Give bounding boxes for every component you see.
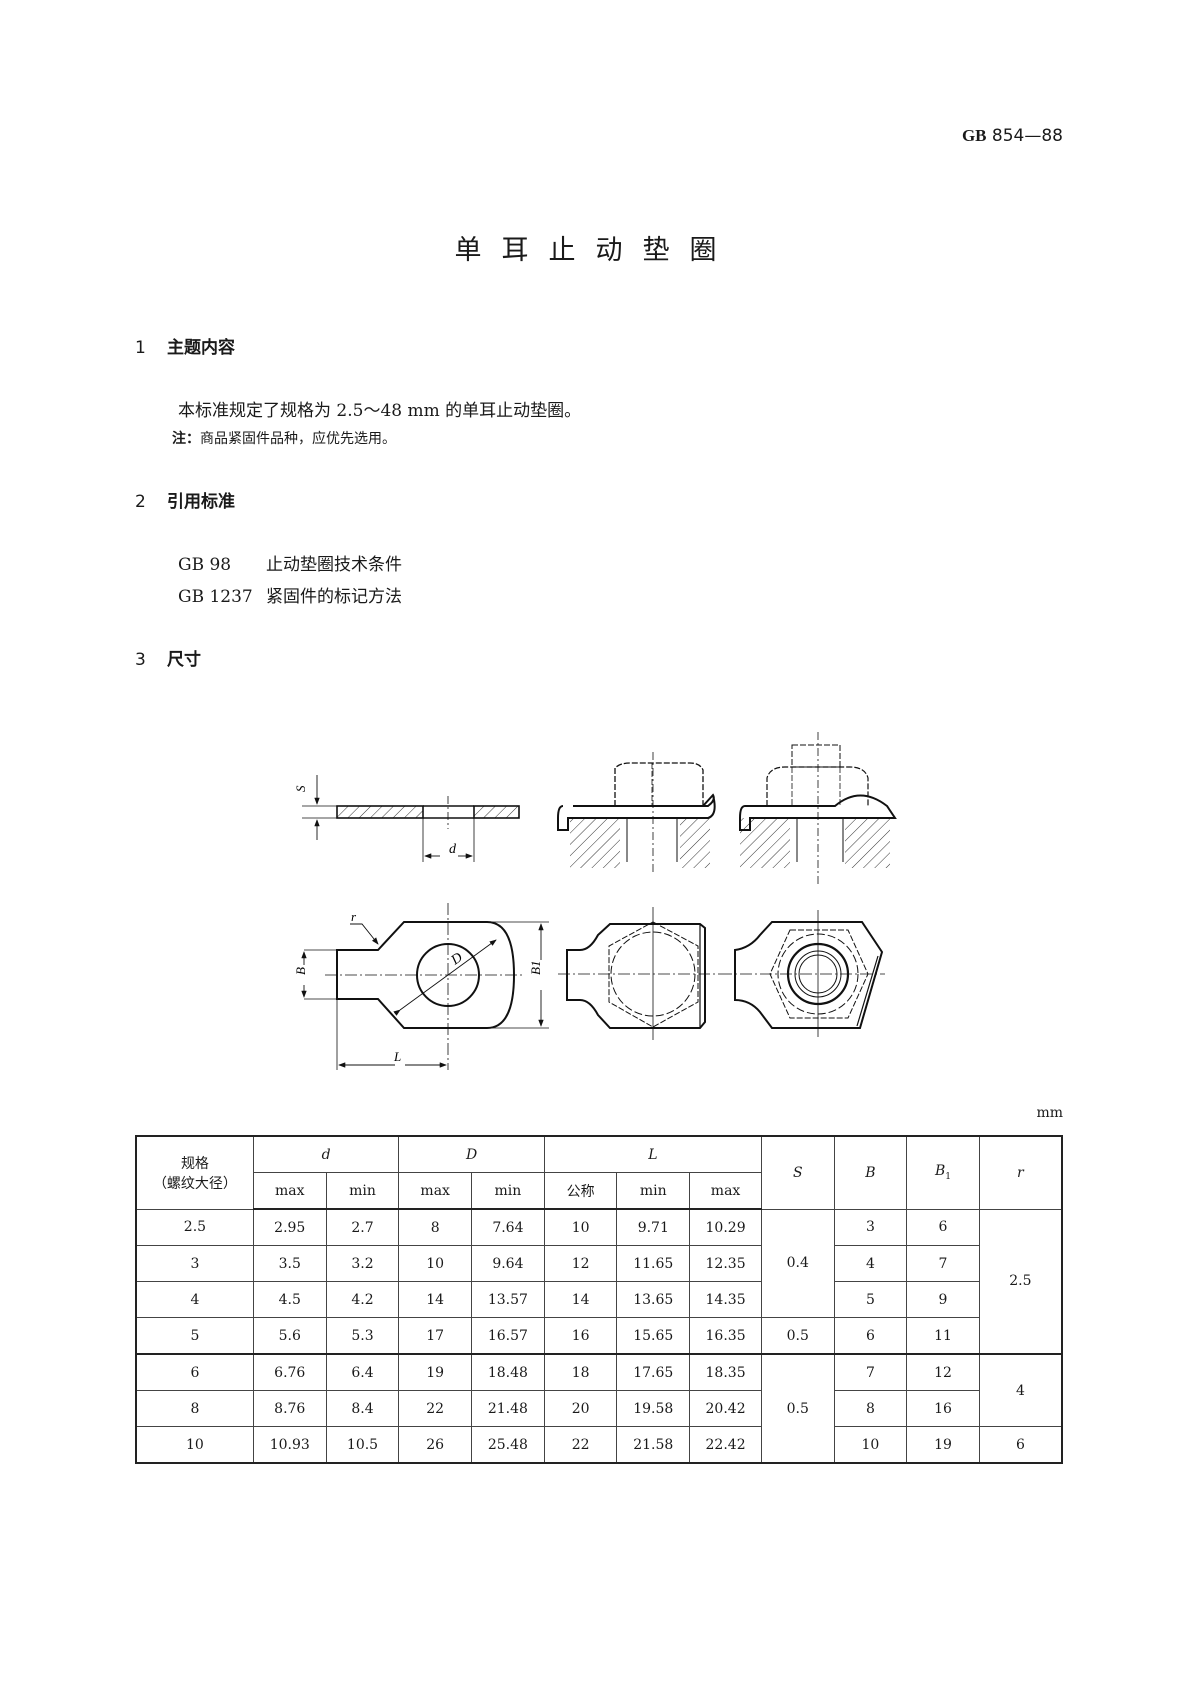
section-number: 2 [135,492,146,512]
table-unit: mm [1036,1105,1063,1121]
col-header-L: L [543,1135,762,1173]
label-B1: B1 [528,961,543,975]
page-title: 单耳止动垫圈 [454,235,737,266]
label-d: d [449,842,457,857]
scope-note: 注：商品紧固件品种，应优先选用。 [172,428,396,448]
section-title: 尺寸 [167,650,201,670]
col-header-r: r [978,1135,1063,1210]
table-row: 3 3.5 3.2 10 9.64 12 11.65 12.35 4 7 [135,1245,1062,1282]
header-row-1: 规格 （螺纹大径） d D L S B B1 r [135,1135,1063,1210]
subheader-L-nominal: 公称 [543,1172,618,1210]
assembly-view-after-bend [739,732,897,885]
reference-item: GB 98 止动垫圈技术条件 [178,550,402,575]
col-header-d: d [252,1135,400,1173]
table-row: 4 4.5 4.2 14 13.57 14 13.65 14.35 5 9 [135,1281,1062,1318]
S-merged-cell: 0.5 [760,1353,835,1464]
note-label: 注： [172,431,200,447]
table-row: 8 8.76 8.4 22 21.48 20 19.58 20.42 8 16 [135,1390,1062,1427]
plan-view-nut-assembly [558,907,720,1040]
reference-title: 紧固件的标记方法 [266,587,402,607]
subheader-D-min: min [471,1172,545,1210]
plan-view-bent-assembly [720,910,885,1037]
col-header-S: S [760,1135,835,1210]
section-heading-2: 2 引用标准 [135,487,235,512]
scope-paragraph: 本标准规定了规格为 2.5～48 mm 的单耳止动垫圈。 [178,401,582,421]
label-L: L [393,1049,401,1064]
table-row: 2.5 2.95 2.7 8 7.64 10 9.71 10.29 0.4 3 … [135,1208,1063,1355]
washer-side-section [302,775,520,862]
section-heading-1: 1 主题内容 [135,333,235,358]
col-header-B: B [833,1135,908,1210]
reference-code: GB 98 [178,555,232,575]
note-text: 商品紧固件品种，应优先选用。 [200,431,396,447]
S-merged-cell: 0.4 [760,1208,835,1318]
assembly-view-before-bend [557,752,716,875]
section-title: 主题内容 [167,338,235,358]
section-heading-3: 3 尺寸 [135,645,201,670]
header-row-2: max min max min 公称 min max [136,1172,1062,1210]
r-merged-cell: 2.5 [978,1208,1063,1355]
section-title: 引用标准 [167,492,235,512]
dimensions-table: 规格 （螺纹大径） d D L S B B1 r max min max min… [135,1135,1063,1464]
col-header-B1: B1 [906,1135,980,1210]
standard-prefix: GB [961,126,987,145]
washer-technical-drawing: S d [293,732,897,1070]
label-r: r [351,909,357,924]
r-cell: 6 [978,1426,1063,1464]
table-row: 10 10.93 10.5 26 25.48 22 21.58 22.42 10… [135,1426,1063,1464]
subheader-D-max: max [398,1172,473,1210]
subheader-d-max: max [252,1172,327,1210]
subheader-L-max: max [689,1172,762,1210]
table-row: 6 6.76 6.4 19 18.48 18 17.65 18.35 0.5 7… [135,1353,1063,1464]
label-D: D [448,950,466,969]
standard-number: 854—88 [991,126,1063,146]
subheader-L-min: min [616,1172,691,1210]
section-number: 1 [135,338,146,358]
reference-code: GB 1237 [178,587,253,607]
S-cell: 0.5 [760,1317,835,1355]
table-row: 5 5.6 5.3 17 16.57 16 15.65 16.35 0.5 6 … [135,1317,1062,1355]
reference-title: 止动垫圈技术条件 [266,555,402,575]
label-B: B [293,967,308,975]
section-number: 3 [135,650,146,670]
subheader-d-min: min [325,1172,400,1210]
label-S: S [293,785,308,792]
reference-item: GB 1237 紧固件的标记方法 [178,582,402,607]
washer-plan-view [301,903,549,1070]
r-merged-cell: 4 [978,1353,1063,1427]
standard-code: GB 854—88 [962,126,1063,146]
col-header-spec: 规格 （螺纹大径） [135,1135,254,1210]
col-header-D: D [398,1135,545,1173]
